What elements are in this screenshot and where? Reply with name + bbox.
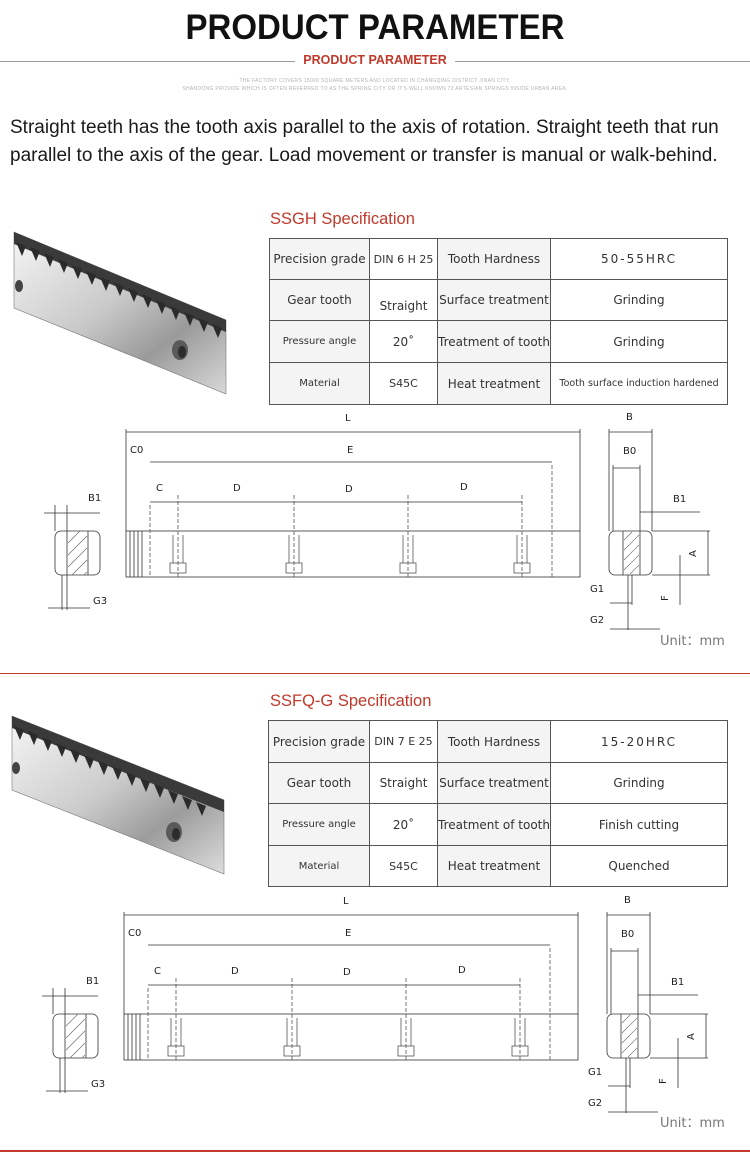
dim-B1-right: B1: [673, 494, 686, 505]
subtitle-rule-left: [0, 61, 295, 62]
cell-label: Pressure angle: [269, 320, 370, 363]
bottom-divider: [0, 1150, 750, 1152]
cell-label: Material: [268, 845, 370, 887]
rack-teeth: [16, 242, 222, 338]
table-row: Precision grade DIN 7 E 25 Tooth Hardnes…: [268, 720, 728, 763]
cell-value: Finish cutting: [550, 803, 728, 846]
dim-B1-right: B1: [671, 977, 684, 988]
dim-D-2: D: [343, 967, 351, 978]
dim-G3: G3: [91, 1079, 105, 1090]
cell-value: Quenched: [550, 845, 728, 887]
cell-label: Gear tooth: [268, 762, 370, 804]
dim-A: A: [686, 1033, 697, 1040]
dim-D-2: D: [345, 484, 353, 495]
spec-table-ssfq-g: Precision grade DIN 7 E 25 Tooth Hardnes…: [268, 720, 728, 887]
cell-value: Straight: [369, 279, 438, 321]
dim-B: B: [624, 895, 631, 906]
cell-label: Treatment of tooth: [437, 803, 551, 846]
intro-paragraph: Straight teeth has the tooth axis parall…: [10, 117, 719, 166]
cell-label: Tooth Hardness: [437, 238, 551, 280]
cell-value: S45C: [369, 362, 438, 405]
rack-side-view: [123, 1013, 579, 1061]
cell-value: S45C: [369, 845, 438, 887]
cell-value: 50-55HRC: [550, 238, 728, 280]
cell-label: Heat treatment: [437, 845, 551, 887]
cell-value: 20˚: [369, 320, 438, 363]
dim-L: L: [345, 413, 351, 424]
table-row: Precision grade DIN 6 H 25 Tooth Hardnes…: [269, 238, 728, 280]
dim-B: B: [626, 412, 633, 423]
dim-G1: G1: [590, 584, 604, 595]
fine-print-line-2: SHANDONG PROVIDE WHICH IS OFTEN REFERRED…: [182, 86, 568, 92]
cell-label: Surface treatment: [437, 762, 551, 804]
dim-C0: C0: [128, 928, 141, 939]
cell-label: Treatment of tooth: [437, 320, 551, 363]
cell-label: Precision grade: [269, 238, 370, 280]
dim-B0: B0: [621, 929, 634, 940]
rack-side-view: [125, 530, 581, 578]
cell-label: Precision grade: [268, 720, 370, 763]
cell-label: Tooth Hardness: [437, 720, 551, 763]
dim-G3: G3: [93, 596, 107, 607]
cell-value: DIN 7 E 25: [369, 720, 438, 763]
dim-F: F: [658, 1078, 669, 1084]
section-divider: [0, 673, 750, 674]
dim-F: F: [660, 595, 671, 601]
cell-label: Surface treatment: [437, 279, 551, 321]
table-row: Pressure angle 20˚ Treatment of tooth Gr…: [269, 320, 728, 363]
table-row: Material S45C Heat treatment Quenched: [268, 845, 728, 887]
cell-value: DIN 6 H 25: [369, 238, 438, 280]
cell-value: Grinding: [550, 279, 728, 321]
hatch-right: [623, 531, 640, 575]
table-row: Gear tooth Straight Surface treatment Gr…: [269, 279, 728, 321]
dim-E: E: [345, 928, 351, 939]
dim-G1: G1: [588, 1067, 602, 1078]
dim-A: A: [688, 550, 699, 557]
technical-drawing-ssfq-g: L C0 E C D D D B B0 B1 B1 A F G1 G2 G3: [42, 895, 708, 1113]
cell-value: 15-20HRC: [550, 720, 728, 763]
technical-drawing-ssgh: L C0 E C D D D B B0 B1 B1 A F G1 G2 G3: [44, 412, 710, 630]
unit-label-ssfq-g: Unit：mm: [660, 1116, 725, 1131]
dim-B1-left: B1: [86, 976, 99, 987]
gear-rack-photo-2: [11, 715, 225, 875]
cell-value: Straight: [369, 762, 438, 804]
cell-label: Heat treatment: [437, 362, 551, 405]
rack-teeth: [14, 726, 206, 816]
cell-value: 20˚: [369, 803, 438, 846]
fine-print-line-1: THE FACTORY COVERS 15000 SQUARE METERS A…: [239, 78, 511, 84]
cell-label: Pressure angle: [268, 803, 370, 846]
spec-title-ssfq-g: SSFQ-G Specification: [270, 692, 432, 710]
table-row: Material S45C Heat treatment Tooth surfa…: [269, 362, 728, 405]
dim-D-1: D: [231, 966, 239, 977]
dim-C: C: [156, 483, 163, 494]
dim-D-3: D: [458, 965, 466, 976]
page-title: PRODUCT PARAMETER: [185, 6, 565, 47]
dim-E: E: [347, 445, 353, 456]
unit-label-ssgh: Unit：mm: [660, 634, 725, 649]
dim-G2: G2: [588, 1098, 602, 1109]
cell-value: Grinding: [550, 320, 728, 363]
dim-G2: G2: [590, 615, 604, 626]
rack-teeth-top: [14, 232, 226, 332]
cell-label: Gear tooth: [269, 279, 370, 321]
dim-D-3: D: [460, 482, 468, 493]
dim-D-1: D: [233, 483, 241, 494]
table-row: Gear tooth Straight Surface treatment Gr…: [268, 762, 728, 804]
spec-table-ssgh: Precision grade DIN 6 H 25 Tooth Hardnes…: [269, 238, 728, 405]
cell-value: Grinding: [550, 762, 728, 804]
dim-L: L: [343, 896, 349, 907]
spec-title-ssgh: SSGH Specification: [270, 210, 415, 228]
dim-B1-left: B1: [88, 493, 101, 504]
dim-B0: B0: [623, 446, 636, 457]
dim-C0: C0: [130, 445, 143, 456]
cell-value: Tooth surface induction hardened: [550, 362, 728, 405]
gear-rack-photo: [13, 231, 227, 395]
cell-label: Material: [269, 362, 370, 405]
subtitle-rule-right: [455, 61, 750, 62]
page-subtitle: PRODUCT PARAMETER: [303, 53, 447, 67]
hatch-left: [67, 530, 88, 576]
dim-C: C: [154, 966, 161, 977]
table-row: Pressure angle 20˚ Treatment of tooth Fi…: [268, 803, 728, 846]
